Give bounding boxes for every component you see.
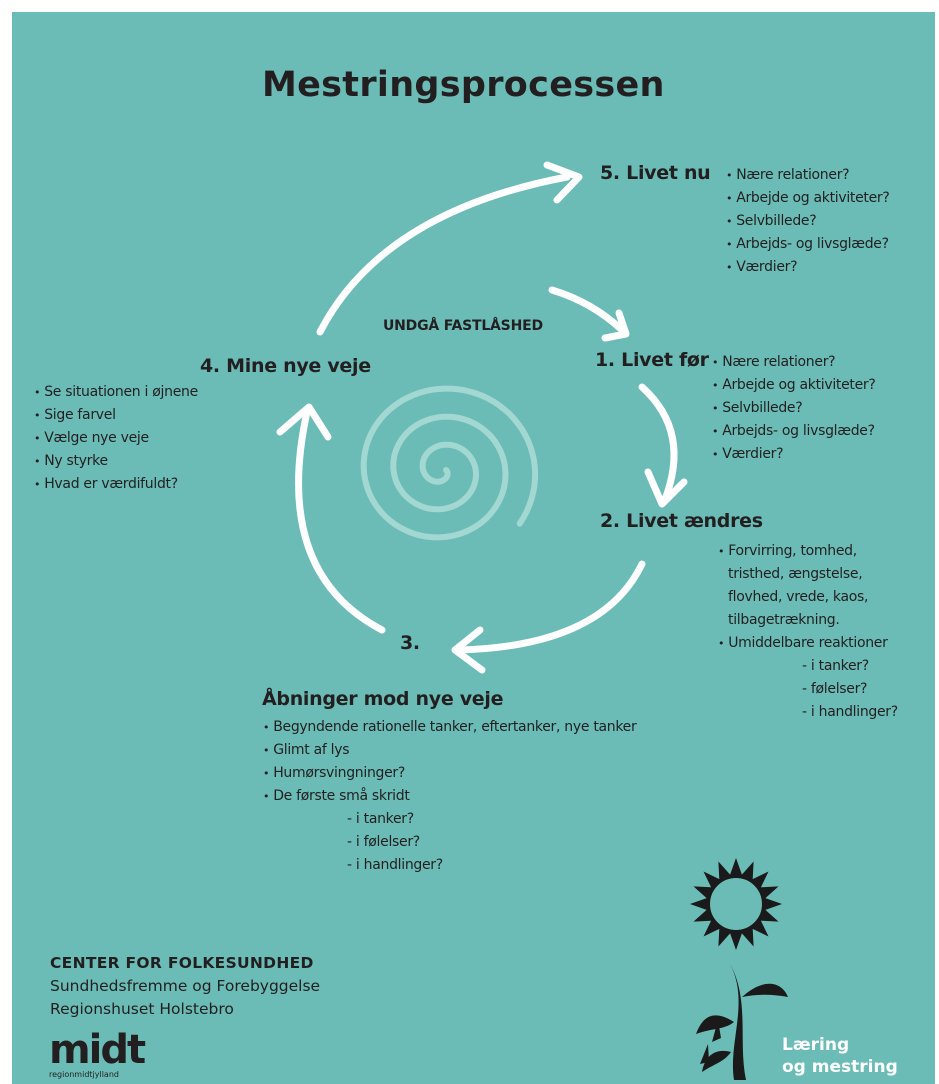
arrow-2-to-3 bbox=[453, 560, 646, 654]
list-item: - i tanker? bbox=[347, 811, 414, 827]
list-item: Værdier? bbox=[712, 443, 876, 466]
list-item: Arbejds- og livsglæde? bbox=[712, 420, 876, 443]
list-item: Værdier? bbox=[726, 256, 890, 279]
list-item: flovhed, vrede, kaos, bbox=[728, 589, 869, 605]
list-item: Hvad er værdifuldt? bbox=[34, 473, 198, 496]
list-item: Begyndende rationelle tanker, eftertanke… bbox=[263, 716, 637, 739]
organization-name: CENTER FOR FOLKESUNDHED bbox=[50, 954, 314, 972]
list-item: - i handlinger? bbox=[802, 704, 898, 720]
step-5-heading: 5. Livet nu bbox=[600, 162, 711, 184]
list-item: Nære relationer? bbox=[726, 164, 890, 187]
step-3-heading: Åbninger mod nye veje bbox=[262, 688, 504, 710]
list-item: - i følelser? bbox=[347, 834, 420, 850]
logo-word: midt bbox=[49, 1027, 146, 1073]
list-item: - i tanker? bbox=[802, 658, 869, 674]
plant-icon bbox=[696, 964, 788, 1080]
logo-sub: regionmidtjylland bbox=[49, 1070, 119, 1079]
center-label: UNDGÅ FASTLÅSHED bbox=[383, 318, 543, 334]
list-item: Se situationen i øjnene bbox=[34, 381, 198, 404]
page-title: Mestringsprocessen bbox=[262, 65, 665, 105]
sun-icon bbox=[690, 858, 782, 950]
list-item: tristhed, ængstelse, bbox=[728, 566, 863, 582]
list-item: Nære relationer? bbox=[712, 351, 876, 374]
step-1-heading: 1. Livet før bbox=[595, 349, 709, 371]
list-item: Ny styrke bbox=[34, 450, 198, 473]
brand-line-2: og mestring bbox=[782, 1057, 898, 1077]
organization-block: CENTER FOR FOLKESUNDHED Sundhedsfremme o… bbox=[50, 952, 320, 1021]
brand-line-1: Læring bbox=[782, 1035, 850, 1055]
arrow-4-to-5 bbox=[316, 173, 571, 336]
list-item: Arbejde og aktiviteter? bbox=[726, 187, 890, 210]
arrow-1-to-2 bbox=[638, 383, 678, 506]
organization-line-1: Sundhedsfremme og Forebyggelse bbox=[50, 977, 321, 995]
list-item: tilbagetrækning. bbox=[728, 612, 840, 628]
arrow-1-to-2-head bbox=[644, 468, 688, 508]
list-item: Umiddelbare reaktioner bbox=[718, 632, 898, 655]
list-item: Arbejds- og livsglæde? bbox=[726, 233, 890, 256]
list-item: Selvbillede? bbox=[712, 397, 876, 420]
step-5-list: Nære relationer? Arbejde og aktiviteter?… bbox=[726, 164, 890, 279]
step-3-number: 3. bbox=[400, 632, 420, 654]
list-item: Sige farvel bbox=[34, 404, 198, 427]
step-2-list: Forvirring, tomhed, tristhed, ængstelse,… bbox=[718, 540, 898, 724]
poster: Mestringsprocessen UNDGÅ FASTLÅSHED 5. L… bbox=[12, 12, 935, 1084]
region-logo: midt regionmidtjylland bbox=[49, 1027, 146, 1079]
step-1-list: Nære relationer? Arbejde og aktiviteter?… bbox=[712, 351, 876, 466]
arrow-3-to-4 bbox=[295, 408, 386, 634]
organization-line-2: Regionshuset Holstebro bbox=[50, 1000, 234, 1018]
step-4-list: Se situationen i øjnene Sige farvel Vælg… bbox=[34, 381, 198, 496]
arrow-5-to-1-head bbox=[601, 309, 630, 342]
list-item: Vælge nye veje bbox=[34, 427, 198, 450]
arrow-3-to-4-head bbox=[276, 403, 332, 441]
list-item: - følelser? bbox=[802, 681, 868, 697]
arrow-2-to-3-head bbox=[451, 626, 486, 674]
brand-label: Læring og mestring bbox=[782, 1034, 898, 1078]
arrow-5-to-1 bbox=[548, 286, 626, 334]
arrow-4-to-5-head bbox=[543, 161, 583, 204]
list-item: Arbejde og aktiviteter? bbox=[712, 374, 876, 397]
step-2-heading: 2. Livet ændres bbox=[600, 510, 763, 532]
step-4-heading: 4. Mine nye veje bbox=[200, 355, 371, 377]
list-item: De første små skridt bbox=[263, 785, 636, 808]
cycle-diagram bbox=[276, 161, 788, 1080]
step-3-list: Begyndende rationelle tanker, eftertanke… bbox=[263, 716, 637, 877]
list-item: Forvirring, tomhed, bbox=[718, 540, 898, 563]
list-item: Glimt af lys bbox=[263, 739, 636, 762]
list-item: Humørsvingninger? bbox=[263, 762, 636, 785]
spiral-icon bbox=[360, 385, 539, 541]
list-item: Selvbillede? bbox=[726, 210, 890, 233]
list-item: - i handlinger? bbox=[347, 857, 443, 873]
